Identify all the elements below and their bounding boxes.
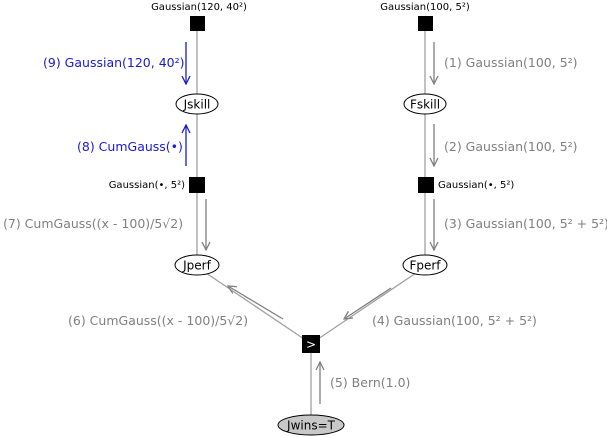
factor-j-noise <box>189 177 205 193</box>
factor-f-prior <box>418 16 433 31</box>
variable-fskill-label: Fskill <box>410 98 440 112</box>
message-9-label: (9) Gaussian(120, 40²) <box>43 55 185 70</box>
factor-f-noise-label: Gaussian(•, 5²) <box>438 180 514 191</box>
factor-j-prior-label: Gaussian(120, 40²) <box>151 2 247 13</box>
edge-fperf-greater <box>317 272 417 340</box>
variable-jperf <box>174 254 220 276</box>
variable-jskill <box>175 93 219 115</box>
message-7-label: (7) CumGauss((x - 100)/5√2) <box>3 216 183 231</box>
message-1-label: (1) Gaussian(100, 5²) <box>444 55 578 70</box>
factor-j-noise-label: Gaussian(•, 5²) <box>109 180 185 191</box>
message-4-arrow <box>344 287 392 319</box>
variable-fskill <box>403 93 447 115</box>
message-6-label: (6) CumGauss((x - 100)/5√2) <box>68 313 248 328</box>
factor-f-noise <box>418 177 434 193</box>
message-3-label: (3) Gaussian(100, 5² + 5²) <box>444 216 607 231</box>
message-6-arrow <box>228 286 284 320</box>
factor-greater <box>302 335 320 353</box>
message-4-label: (4) Gaussian(100, 5² + 5²) <box>372 313 537 328</box>
factor-greater-symbol: > <box>306 338 316 352</box>
variable-fperf-label: Fperf <box>409 259 441 273</box>
edge-jperf-greater <box>205 272 305 340</box>
variable-jperf-label: Jperf <box>182 259 211 273</box>
message-2-label: (2) Gaussian(100, 5²) <box>444 139 578 154</box>
variable-jskill-label: Jskill <box>183 98 211 112</box>
factor-j-prior <box>190 16 205 31</box>
variable-fperf <box>402 254 448 276</box>
variable-jwins-observed <box>277 414 345 436</box>
variable-jwins-label: Jwins=T <box>286 419 336 433</box>
message-5-label: (5) Bern(1.0) <box>330 375 410 390</box>
factor-f-prior-label: Gaussian(100, 5²) <box>380 2 470 13</box>
message-8-label: (8) CumGauss(•) <box>77 139 183 154</box>
